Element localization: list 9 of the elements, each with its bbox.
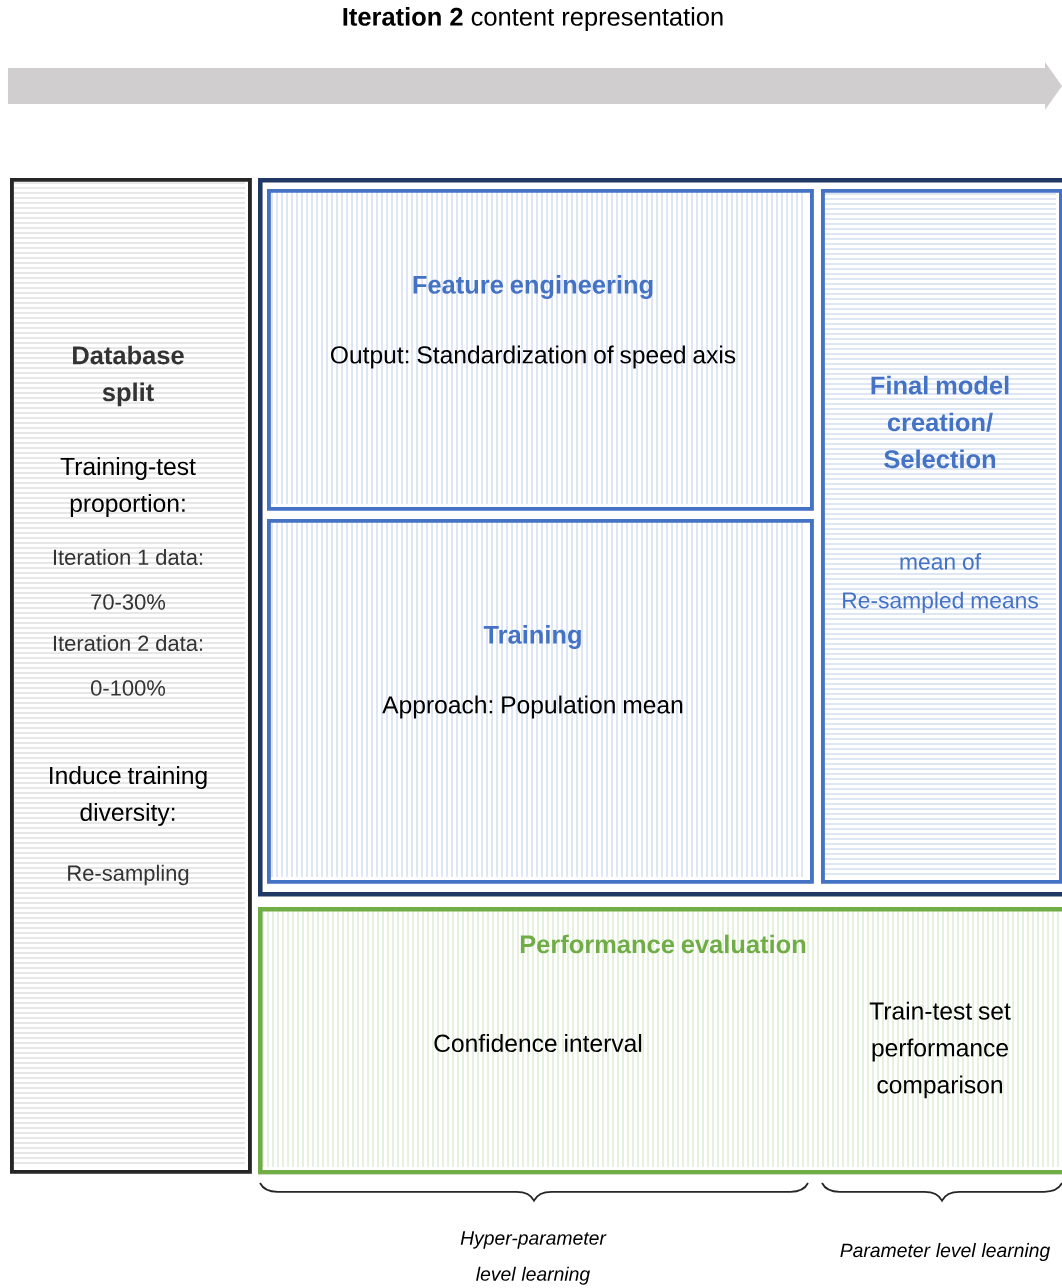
container-box [258, 178, 1062, 897]
process-box: Final model creation/ Selection mean of Re-sampled means [821, 189, 1062, 884]
process-box: Performance evaluation Confidence interval Train-test set performance comparison [258, 907, 1062, 1175]
brace-label: Hyper-parameter level learning [460, 1231, 607, 1285]
process-box: Feature engineering Output: Standardization of speed axis [267, 189, 814, 511]
process-box: Training Approach: Population mean [267, 519, 814, 884]
brace-label: Parameter level learning [840, 1243, 1051, 1261]
process-box: Database split Training-test proportion: Iteration 1 data: 70-30% Iteration 2 data: 0-100% Induce training diversity: Re-sampling [10, 178, 252, 1174]
title: Iteration 2 content representation [343, 7, 723, 31]
